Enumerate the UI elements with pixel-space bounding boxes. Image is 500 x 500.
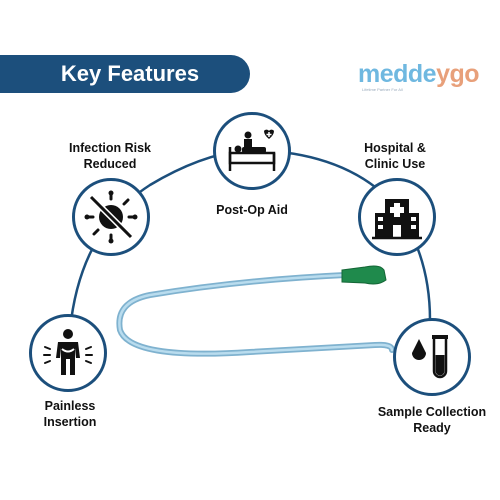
feature-label-infection: Infection Risk Reduced — [69, 141, 151, 171]
no-virus-icon — [84, 190, 138, 244]
person-pain-icon — [43, 329, 93, 375]
feature-label-painless: Painless Insertion — [43, 399, 97, 429]
feature-infection — [72, 178, 150, 256]
hospital-building-icon — [372, 199, 422, 240]
key-features-banner: Key Features — [0, 55, 250, 93]
feature-label-postop: Post-Op Aid — [216, 203, 288, 217]
catheter-connector — [341, 265, 387, 285]
brand-logo: meddeygo Lifetime Partner For All — [358, 60, 480, 93]
feature-postop — [213, 112, 291, 190]
feature-sample — [393, 318, 471, 396]
brand-tagline: Lifetime Partner For All — [362, 87, 403, 92]
patient-bed-icon — [228, 129, 276, 171]
feature-painless — [29, 314, 107, 392]
test-tube-drop-icon — [412, 335, 448, 379]
banner-title: Key Features — [60, 61, 200, 86]
catheter-tube — [116, 272, 395, 357]
feature-hospital — [358, 178, 436, 256]
feature-label-sample: Sample Collection Ready — [377, 405, 487, 435]
brand-name: meddeygo — [358, 60, 480, 88]
feature-label-hospital: Hospital & Clinic Use — [364, 141, 426, 171]
